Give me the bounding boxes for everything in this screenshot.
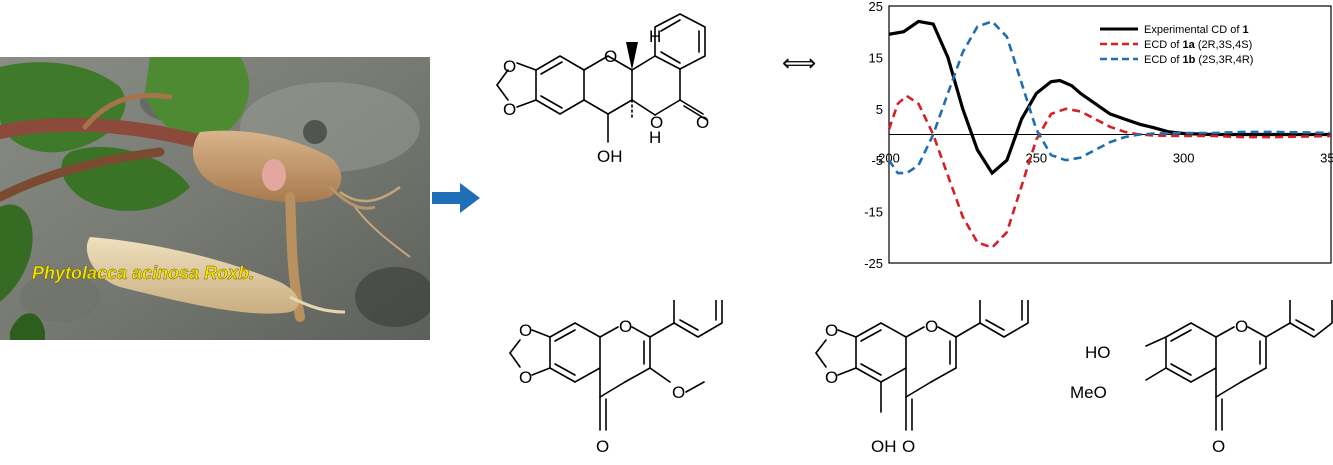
legend-entry: ECD of 1b (2S,3R,4R) <box>1144 54 1253 66</box>
x-tick-label: 300 <box>1173 151 1195 166</box>
leaf <box>145 57 250 139</box>
compound-3-svg: O O O O OH <box>815 279 1029 456</box>
x-tick-label: 250 <box>1025 151 1047 166</box>
compound-1-structure: O O O O O H H OH <box>480 0 770 200</box>
atom-label: O <box>925 317 938 336</box>
legend-entry: ECD of 1a (2R,3S,4S) <box>1144 39 1252 51</box>
compound-4-structure: HO MeO O O <box>1065 279 1333 460</box>
compound-2-svg: O O O O O <box>509 279 723 456</box>
right-arrow <box>430 180 486 216</box>
root-cut <box>262 159 286 191</box>
y-tick-label: -5 <box>871 153 883 168</box>
atom-label: O <box>1212 437 1225 456</box>
atom-label: O <box>650 113 663 132</box>
compound-3-structure: O O O O OH <box>760 279 1040 460</box>
atom-label: O <box>604 47 617 66</box>
atom-label: O <box>825 321 838 340</box>
root <box>86 237 299 314</box>
atom-label: O <box>1235 317 1248 336</box>
compound-4-svg: HO MeO O O <box>1070 279 1333 456</box>
atom-label: O <box>519 321 532 340</box>
legend-entry: Experimental CD of 1 <box>1144 24 1249 36</box>
atom-label: H <box>649 27 661 46</box>
plant-root-illustration: Phytolacca acinosa Roxb. <box>0 57 430 340</box>
atom-label: O <box>519 368 532 387</box>
x-tick-label: 350 <box>1320 151 1333 166</box>
atom-label: O <box>619 317 632 336</box>
y-tick-label: 5 <box>876 102 883 117</box>
series-line-3 <box>887 19 1332 175</box>
leaf <box>0 204 33 302</box>
atom-label: HO <box>1085 343 1111 362</box>
atom-label: MeO <box>1070 383 1107 402</box>
atom-label: H <box>649 128 661 147</box>
y-tick-label: 25 <box>869 0 883 14</box>
x-tick-label: 200 <box>878 151 900 166</box>
atom-label: OH <box>871 437 897 456</box>
cd-spectrum-chart: 25 15 5 -5 -15 -25 200 250 300 350 Experimental … <box>855 0 1333 275</box>
atom-label: O <box>696 113 709 132</box>
equivalence-arrow: ⟺ <box>782 50 832 76</box>
series-line-2 <box>887 94 1332 250</box>
atom-label: OH <box>597 147 623 166</box>
series-line-1 <box>888 19 1331 176</box>
atom-label: O <box>503 100 516 119</box>
arrow-right-icon <box>432 183 480 213</box>
atom-label: O <box>825 368 838 387</box>
atom-label: O <box>596 437 609 456</box>
photo-caption: Phytolacca acinosa Roxb. <box>32 263 254 283</box>
y-tick-label: -15 <box>864 205 883 220</box>
double-arrow-icon: ⟺ <box>782 49 817 77</box>
atom-label: O <box>902 437 915 456</box>
y-tick-label: -25 <box>864 256 883 271</box>
atom-label: O <box>672 383 685 402</box>
cd-chart-svg: 25 15 5 -5 -15 -25 200 250 300 350 Experimental … <box>864 0 1333 271</box>
plant-root-photo: Phytolacca acinosa Roxb. <box>0 57 430 340</box>
y-tick-label: 15 <box>869 50 883 65</box>
compound-2-structure: O O O O O <box>450 279 730 460</box>
compound-1-svg: O O O O O H H OH <box>496 13 709 166</box>
atom-label: O <box>503 57 516 76</box>
